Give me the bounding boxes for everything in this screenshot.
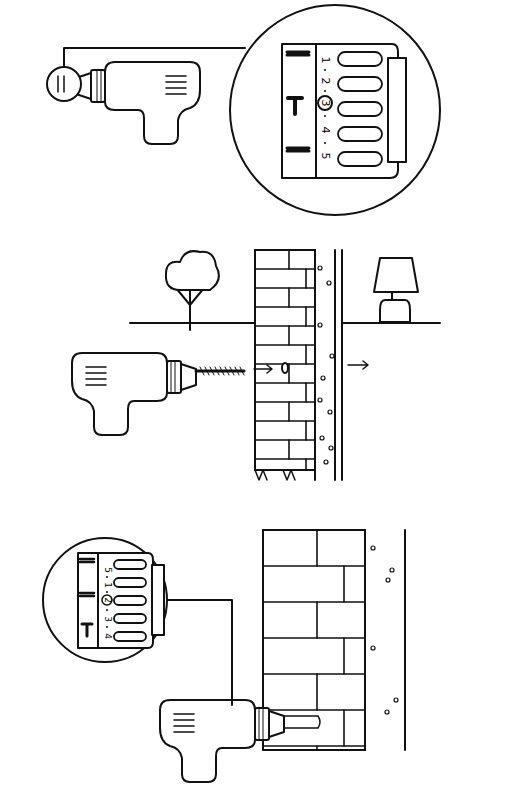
plaster-dot: [324, 460, 328, 464]
dial-dot: [106, 591, 108, 593]
plaster-dot: [386, 578, 390, 582]
chuck-rib: [338, 127, 382, 141]
dial-number: 1: [103, 582, 112, 588]
dial-dot: [324, 142, 326, 144]
plaster-dot: [371, 646, 375, 650]
plaster-dot: [328, 410, 332, 414]
top-panel: [47, 5, 440, 215]
chuck-rib: [114, 596, 146, 605]
middle-panel: [72, 250, 440, 480]
chuck-rib: [114, 614, 146, 623]
plaster-dot: [385, 710, 389, 714]
dial-dot: [106, 576, 108, 578]
plaster-dot: [394, 698, 398, 702]
dial-number: 2: [103, 597, 112, 603]
dial-number: 4: [320, 127, 331, 134]
chuck-rib: [114, 632, 146, 641]
plaster-dot: [329, 446, 333, 450]
chuck-rib: [338, 152, 382, 166]
dial-dot: [324, 90, 326, 92]
chuck-rib: [114, 560, 146, 569]
chuck-rib: [338, 52, 382, 66]
plaster-dot: [371, 546, 375, 550]
chuck-rib: [338, 102, 382, 116]
plaster-dot: [330, 354, 334, 358]
dial-dot: [324, 115, 326, 117]
plaster-dot: [321, 376, 325, 380]
dial-number: 2: [320, 78, 331, 85]
dial-dot: [106, 626, 108, 628]
plaster-dot: [320, 436, 324, 440]
plaster-dot: [318, 323, 322, 327]
chuck-rib: [338, 77, 382, 91]
dial-dot: [106, 609, 108, 611]
plaster-dot: [318, 266, 322, 270]
plaster-dot: [327, 281, 331, 285]
dial-number: 3: [320, 100, 331, 107]
dial-number: 3: [103, 616, 112, 622]
plaster-dot: [318, 398, 322, 402]
dial-number: 4: [103, 633, 112, 639]
dial-number: 1: [320, 57, 331, 64]
brick-wall: [255, 250, 315, 470]
dial-number: 5: [103, 567, 112, 573]
chuck-rib: [114, 578, 146, 587]
dial-number: 5: [320, 153, 331, 160]
plaster-dot: [390, 568, 394, 572]
bottom-panel: [43, 530, 405, 782]
dial-dot: [324, 69, 326, 71]
